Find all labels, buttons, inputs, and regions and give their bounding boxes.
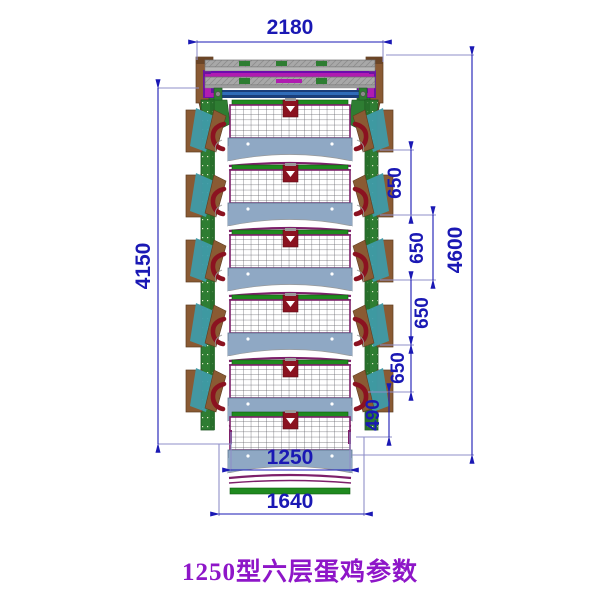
cage-tiers <box>227 98 353 495</box>
dimension-2180-label: 2180 <box>267 16 314 39</box>
dimension-4150: 4150 <box>132 79 232 453</box>
dimension-4150-label: 4150 <box>132 243 155 290</box>
dimension-4600: 4600 <box>352 46 475 464</box>
dimension-1250: 1250 <box>222 432 359 473</box>
cage-tier-4 <box>227 293 353 366</box>
top-rail-upper <box>204 59 376 68</box>
cage-battery-assembly <box>185 56 394 495</box>
dimension-650-1-label: 650 <box>385 167 406 199</box>
cage-tier-2 <box>227 163 353 236</box>
top-conveyor-bar <box>213 87 368 101</box>
dimension-650-2-label: 650 <box>407 232 428 264</box>
dimension-490-label: 490 <box>363 399 384 431</box>
base-green-rail <box>229 487 351 495</box>
dimension-1640-label: 1640 <box>267 490 314 513</box>
dimension-layer: 2180 4150 4600 650 <box>132 16 475 517</box>
dimension-650-3-label: 650 <box>412 297 433 329</box>
cage-tier-3 <box>227 228 353 301</box>
right-tier-supports <box>352 108 394 413</box>
dimension-4600-label: 4600 <box>444 227 467 274</box>
dimension-1250-label: 1250 <box>267 446 314 469</box>
dimension-2180: 2180 <box>188 16 392 62</box>
cage-tier-6 <box>227 410 353 495</box>
left-tier-supports <box>185 108 227 413</box>
dimension-1640: 1640 <box>210 437 373 517</box>
dimension-chain-right: 650 650 650 650 490 <box>356 141 436 446</box>
drawing-title-caption: 1250型六层蛋鸡参数 <box>181 559 418 586</box>
cage-tier-1 <box>227 98 353 171</box>
feed-track-magenta <box>211 71 369 77</box>
dimension-650-4-label: 650 <box>388 352 409 384</box>
